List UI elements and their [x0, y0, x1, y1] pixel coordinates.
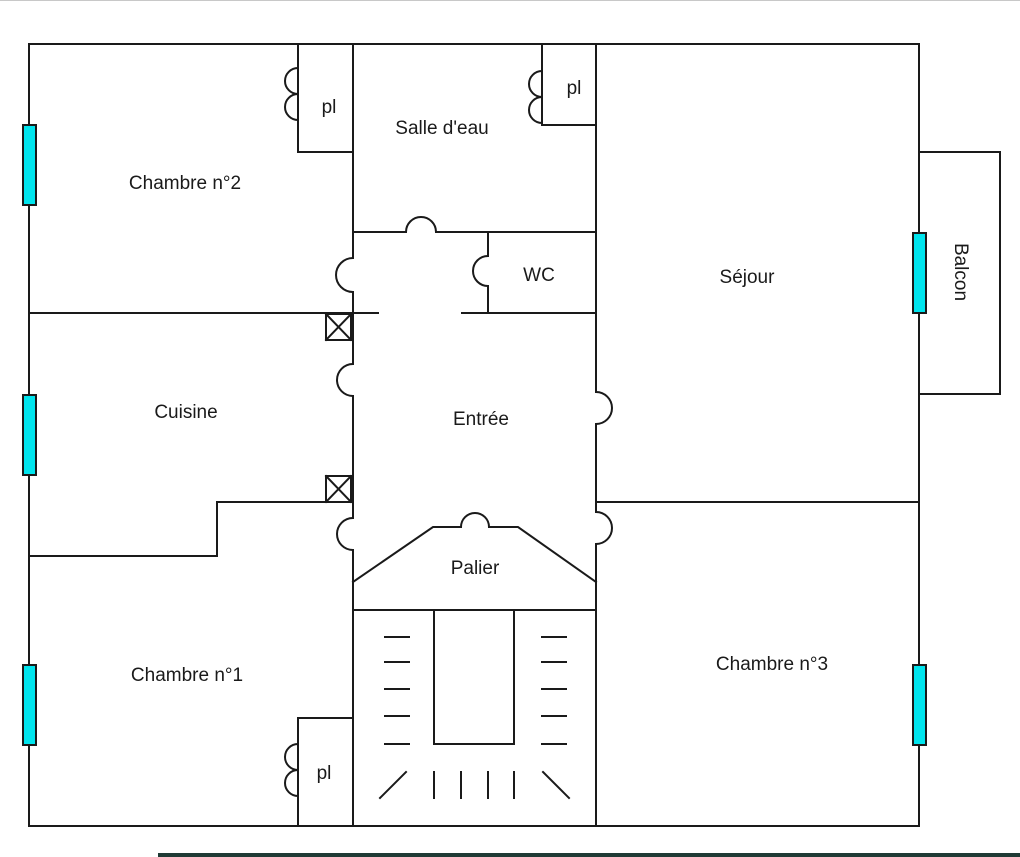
bottom-bar	[158, 853, 1020, 857]
door-sejour	[595, 391, 613, 425]
closet-door-top-left	[284, 67, 299, 121]
door-cuisine	[336, 363, 354, 397]
stair-well	[433, 609, 515, 745]
label-closet-bottom: pl	[317, 763, 332, 784]
closet-door-top-center	[528, 70, 543, 124]
doors	[284, 67, 613, 797]
staircase	[378, 609, 571, 800]
vent-shaft-top-cross-b	[324, 312, 353, 342]
door-palier	[460, 512, 490, 528]
label-chambre3: Chambre n°3	[716, 654, 828, 675]
stair-step	[541, 770, 571, 800]
window-sejour	[912, 232, 927, 314]
window-cuisine	[22, 394, 37, 476]
label-wc: WC	[523, 265, 555, 286]
label-palier: Palier	[451, 558, 500, 579]
door-wc	[472, 255, 489, 287]
room-labels: Chambre n°2 pl Salle d'eau pl WC Séjour …	[129, 78, 971, 784]
door-chambre3	[595, 511, 613, 545]
label-chambre2: Chambre n°2	[129, 173, 241, 194]
label-chambre1: Chambre n°1	[131, 665, 243, 686]
palier-wall-left	[351, 526, 462, 584]
vent-shaft-top	[325, 313, 352, 341]
window-chambre1	[22, 664, 37, 746]
interior-walls	[28, 43, 920, 827]
vent-shafts	[324, 312, 353, 504]
door-chambre2	[335, 257, 354, 293]
label-salle-eau: Salle d'eau	[395, 118, 488, 139]
door-salle-eau	[405, 216, 437, 233]
label-closet-top-center: pl	[567, 78, 582, 99]
closet-wall-bottom	[297, 717, 354, 827]
outer-wall	[28, 43, 920, 827]
closet-door-bottom	[284, 743, 299, 797]
wall-cuisine-chambre1	[28, 501, 354, 557]
vent-shaft-bottom-cross-b	[324, 474, 353, 504]
palier-wall-right	[488, 526, 598, 584]
top-border-line	[0, 0, 1020, 1]
window-chambre2	[22, 124, 37, 206]
stair-step	[378, 770, 408, 800]
label-cuisine: Cuisine	[154, 402, 217, 423]
balcony-outline	[918, 151, 1001, 395]
label-balcon: Balcon	[950, 243, 971, 301]
label-entree: Entrée	[453, 409, 509, 430]
label-sejour: Séjour	[720, 267, 776, 288]
windows	[22, 124, 927, 746]
door-chambre1	[336, 517, 354, 551]
window-chambre3	[912, 664, 927, 746]
label-closet-top-left: pl	[322, 97, 337, 118]
closet-wall-top-left	[297, 43, 354, 153]
vent-shaft-bottom	[325, 475, 352, 503]
